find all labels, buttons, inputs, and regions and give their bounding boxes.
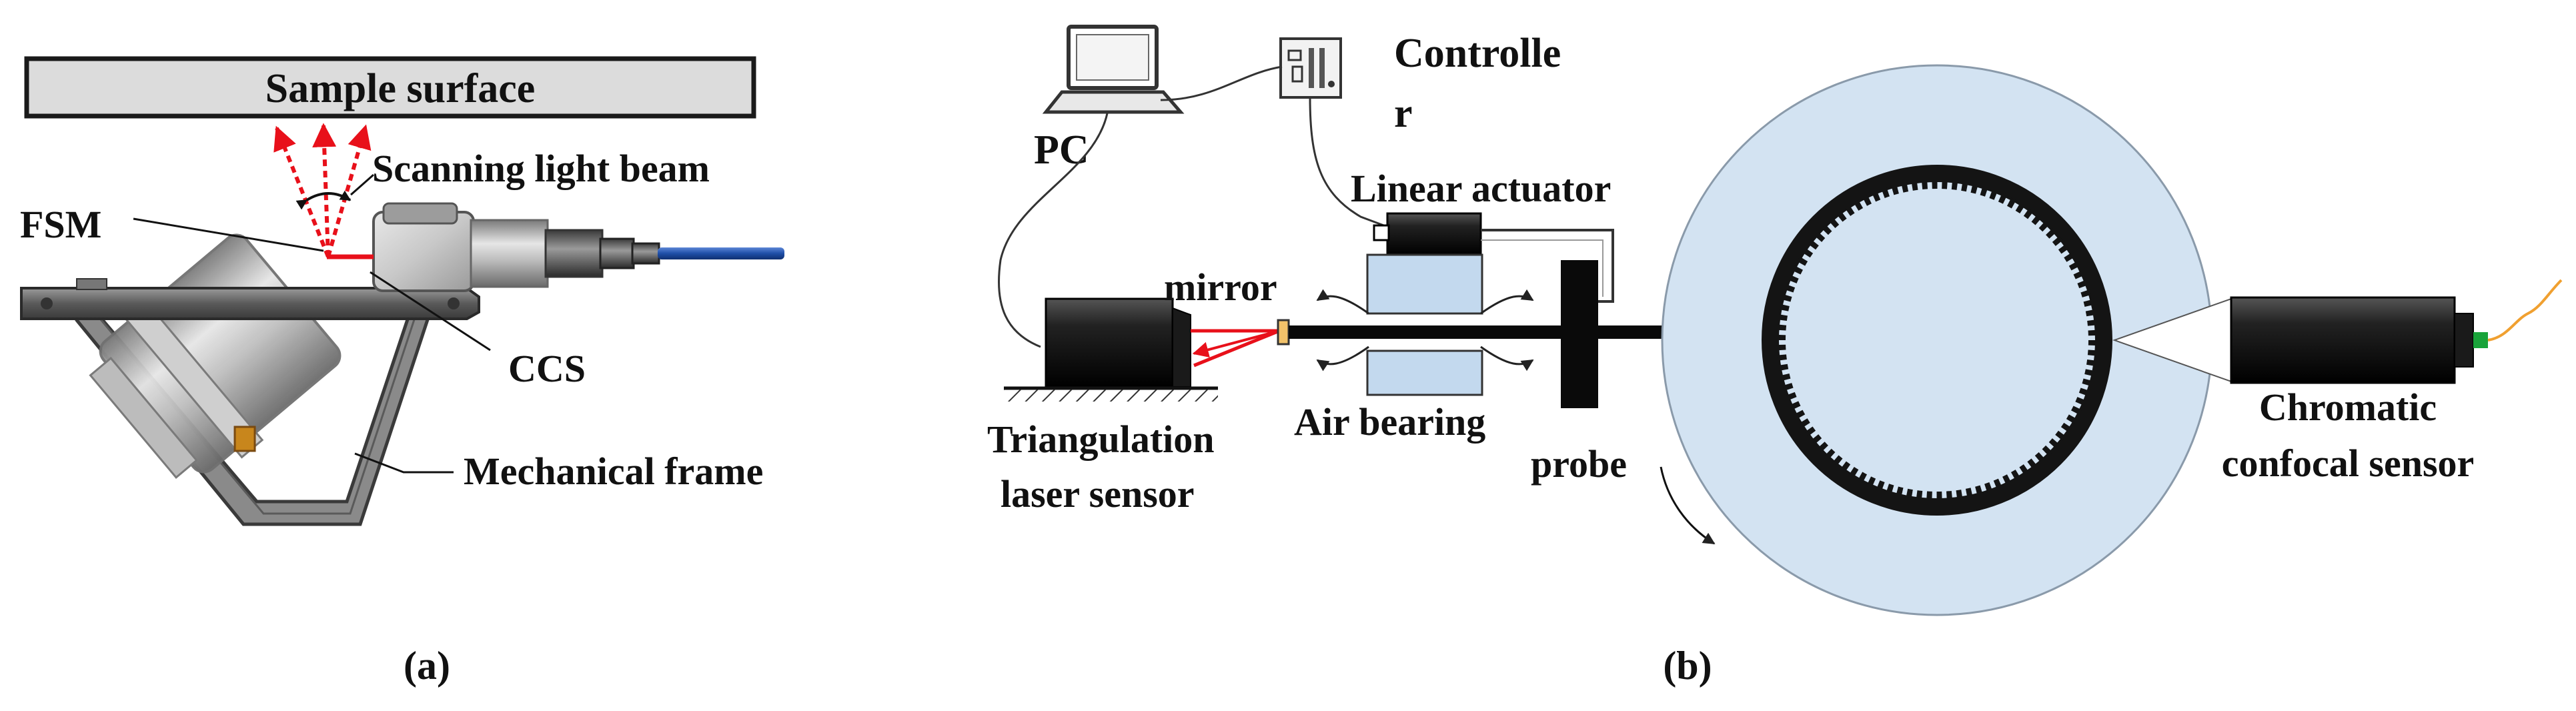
sample-surface-label: Sample surface [265, 66, 536, 111]
ccs-fiber-connector [631, 242, 660, 265]
panel-b: PC Controlle r Linear actuator Air beari… [987, 25, 2563, 688]
ccs-label: CCS [508, 347, 586, 390]
chromatic-sensor-body [2230, 296, 2456, 384]
air-flow-arrow-ul [1316, 289, 1369, 315]
beam-left [273, 125, 330, 258]
scan-angle-arc [295, 190, 352, 210]
ccs-block-top [382, 202, 458, 225]
panel-a-caption: (a) [404, 644, 450, 688]
panel-b-caption: (b) [1663, 644, 1712, 688]
plate-standoff-1 [76, 278, 107, 290]
ccs-collar [599, 237, 635, 269]
air-bearing-upper [1366, 253, 1483, 315]
pc-label: PC [1034, 127, 1089, 173]
actuator-arm-inner [1481, 239, 1603, 297]
ccs-barrel [470, 219, 549, 288]
chromatic-sensor-connector [2473, 332, 2488, 348]
plate-screw-left [41, 297, 53, 309]
cable-pc-triangulation [998, 113, 1109, 348]
actuator-arm [1481, 229, 1614, 303]
chromatic-label-line1: Chromatic [2259, 386, 2437, 429]
cable-controller-actuator [1309, 97, 1388, 228]
base-plate [20, 287, 480, 320]
fsm-label: FSM [20, 203, 101, 246]
fsm-leader [133, 217, 324, 252]
frame-leader [354, 452, 454, 474]
mechanical-frame-label: Mechanical frame [464, 450, 763, 493]
panel-a: Sample surface Scanning [20, 56, 784, 688]
laser-beam-return-1 [1193, 329, 1280, 368]
mirror [1277, 319, 1290, 345]
triangulation-sensor-body [1045, 297, 1174, 388]
controller-label-line2: r [1394, 91, 1413, 136]
beam-right [326, 124, 372, 257]
probe-shaft [1289, 325, 1689, 339]
gear-ring [1762, 165, 2112, 516]
triangulation-sensor-head [1172, 307, 1191, 388]
air-bearing-lower [1366, 349, 1483, 396]
scanning-light-beam-label: Scanning light beam [372, 147, 710, 190]
probe-rotation-arrow [1660, 466, 1716, 545]
probe-label: probe [1531, 442, 1627, 486]
orange-fiber [2487, 279, 2563, 341]
cable-pc-controller [1160, 65, 1283, 101]
air-flow-arrow-ur [1480, 289, 1534, 315]
ground-hatch [1004, 390, 1218, 402]
sample-surface-slab [24, 56, 756, 119]
fsm-connector [233, 426, 256, 452]
linear-actuator-body [1386, 212, 1482, 256]
controller-label-line1: Controlle [1394, 31, 1561, 76]
plate-screw-right [448, 297, 460, 309]
mirror-label: mirror [1164, 265, 1277, 309]
fsm-body [89, 233, 342, 479]
beam-leader [350, 173, 374, 196]
probe-flange [1561, 260, 1598, 408]
controller-board-icon [1279, 37, 1342, 99]
air-flow-arrow-ll [1316, 345, 1369, 372]
linear-actuator-label: Linear actuator [1351, 167, 1611, 210]
laser-beam-return-2 [1192, 329, 1280, 358]
air-flow-arrow-lr [1480, 345, 1534, 372]
blue-fiber-cable [658, 247, 784, 259]
air-bearing-label: Air bearing [1294, 400, 1485, 444]
beam-center [312, 123, 337, 257]
ccs-leader [370, 271, 491, 351]
chromatic-sensor-cap [2454, 313, 2474, 368]
triangulation-label-line1: Triangulation [987, 418, 1215, 461]
chromatic-label-line2: confocal sensor [2222, 442, 2475, 485]
triangulation-label-line2: laser sensor [1001, 472, 1195, 516]
ccs-neck [544, 229, 604, 278]
linear-actuator-tab [1373, 224, 1390, 241]
laptop-icon [1042, 25, 1185, 114]
